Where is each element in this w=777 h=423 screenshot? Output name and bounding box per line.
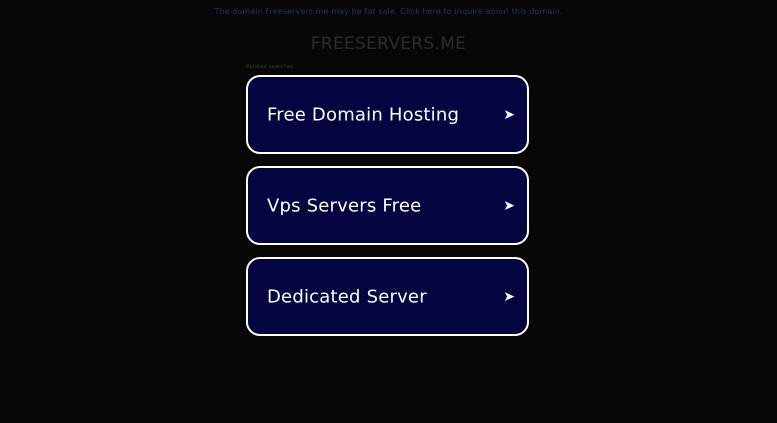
search-tile-label: Dedicated Server bbox=[267, 286, 427, 307]
search-tile-label: Vps Servers Free bbox=[267, 195, 422, 216]
arrow-right-icon: ➤ bbox=[503, 197, 515, 214]
inquire-link[interactable]: Click here to inquire about this domain. bbox=[400, 7, 563, 16]
sale-notice-text: The domain Freeservers.me may be for sal… bbox=[214, 7, 398, 16]
search-tile-free-domain-hosting[interactable]: Free Domain Hosting ➤ bbox=[246, 75, 529, 154]
arrow-right-icon: ➤ bbox=[503, 106, 515, 123]
search-tile-vps-servers-free[interactable]: Vps Servers Free ➤ bbox=[246, 166, 529, 245]
arrow-right-icon: ➤ bbox=[503, 288, 515, 305]
search-tile-label: Free Domain Hosting bbox=[267, 104, 460, 125]
search-tile-dedicated-server[interactable]: Dedicated Server ➤ bbox=[246, 257, 529, 336]
domain-title: FREESERVERS.ME bbox=[310, 34, 467, 54]
related-searches-label: Related searches bbox=[246, 64, 294, 70]
sale-notice: The domain Freeservers.me may be for sal… bbox=[0, 7, 777, 16]
